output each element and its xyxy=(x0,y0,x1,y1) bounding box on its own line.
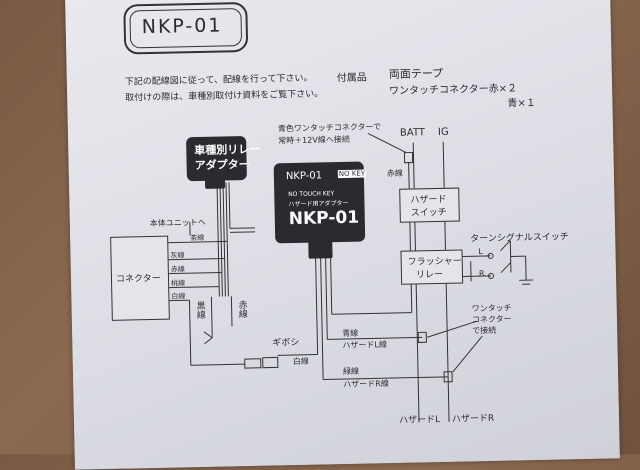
flasher-label-1: フラッシャー xyxy=(408,254,462,268)
one-touch-3: で接続 xyxy=(472,325,496,337)
device-sub-1: NO TOUCH KEY xyxy=(288,190,334,198)
flasher-relay-box: フラッシャー リレー xyxy=(400,249,463,284)
relay-adapter-label-1: 車種別リレー xyxy=(194,142,260,158)
turn-L: L xyxy=(478,247,483,256)
hazard-R-label: ハザードR xyxy=(452,411,495,425)
device-plug xyxy=(308,240,332,258)
one-touch-2: コネクター xyxy=(472,313,512,325)
device-model: NKP-01 xyxy=(289,208,360,229)
instruction-sheet: NKP-01 下記の配線図に従って、配線を行って下さい。 取付けの際は、車種別取… xyxy=(65,0,620,470)
hazard-switch-label-2: スイッチ xyxy=(411,205,447,219)
ig-label: IG xyxy=(438,127,449,138)
hazard-switch-label-1: ハザード xyxy=(410,192,446,206)
flasher-label-2: リレー xyxy=(416,267,443,281)
connector-label: コネクター xyxy=(116,271,161,285)
nkp-device: NKP-01 NO KEY NO TOUCH KEY ハザード用アダプター NK… xyxy=(274,162,366,244)
wire-red: 赤線 xyxy=(171,264,185,274)
wire-black-vert: 黒線 xyxy=(193,301,206,319)
wire-pink: 桃線 xyxy=(171,278,185,288)
hazard-R-wire-label: ハザードR線 xyxy=(343,378,389,390)
gibosi-label: ギボシ xyxy=(272,335,299,349)
turn-signal-switch: ターンシグナルスイッチ xyxy=(470,229,569,244)
device-brand: NKP-01 xyxy=(286,170,322,182)
relay-adapter: 車種別リレー アダプター xyxy=(186,136,247,181)
turn-R: R xyxy=(479,269,485,278)
wire-orange: 茶線 xyxy=(190,233,204,243)
note-blue-connector-1: 青色ワンタッチコネクターで xyxy=(278,121,381,134)
green-wire-label: 緑線 xyxy=(343,366,359,377)
relay-adapter-label-2: アダプター xyxy=(194,157,249,173)
white-wire-label: 白線 xyxy=(293,356,309,367)
hazard-L-label: ハザードL xyxy=(399,412,440,426)
wire-tan: 灰線 xyxy=(170,250,184,260)
device-logo: NO KEY xyxy=(338,169,366,178)
note-blue-connector-2: 常時＋12V線へ接続 xyxy=(278,134,350,146)
device-sub-2: ハザード用アダプター xyxy=(288,198,348,208)
wire-red-vert: 赤線 xyxy=(235,300,248,318)
wire-white: 白線 xyxy=(171,291,185,301)
main-unit-label: 本体ユニットへ xyxy=(150,217,206,229)
connector-box: コネクター xyxy=(110,236,170,321)
hazard-L-wire-label: ハザードL線 xyxy=(342,339,387,351)
hazard-switch-box: ハザード スイッチ xyxy=(399,188,460,223)
relay-adapter-plug xyxy=(205,176,225,188)
blue-wire-label: 青線 xyxy=(342,328,358,339)
one-touch-1: ワンタッチ xyxy=(472,302,512,314)
batt-label: BATT xyxy=(400,127,425,139)
wire-red-right: 赤線 xyxy=(387,168,403,179)
